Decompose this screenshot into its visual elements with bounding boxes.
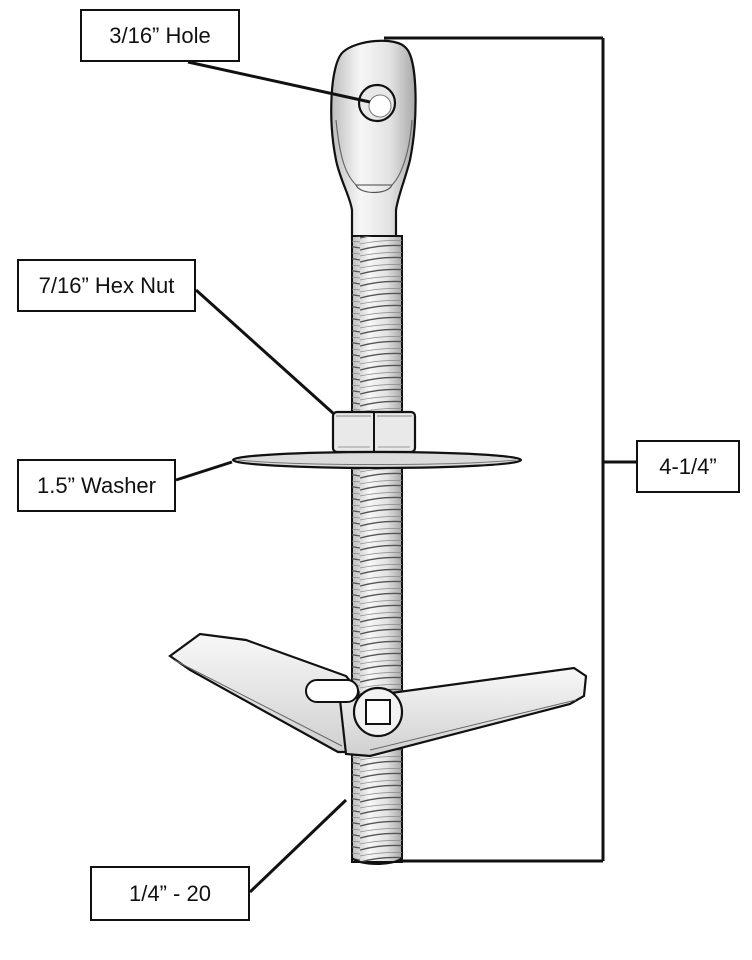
hex-nut-size-label: 7/16” Hex Nut <box>17 259 196 312</box>
thread-size-label: 1/4” - 20 <box>90 866 250 921</box>
overall-length-label: 4-1/4” <box>636 440 740 493</box>
toggle-wings <box>168 632 588 758</box>
washer-size-label: 1.5” Washer <box>17 459 176 512</box>
leader-hole <box>187 60 371 104</box>
leader-nut <box>194 288 336 416</box>
length-bracket <box>384 36 636 863</box>
leader-thread <box>248 798 348 894</box>
leader-washer <box>175 460 233 482</box>
threaded-shaft-lower <box>351 465 403 865</box>
washer <box>231 450 523 470</box>
eye-head <box>330 39 417 240</box>
hole-size-label: 3/16” Hole <box>80 9 240 62</box>
threaded-shaft-upper <box>351 235 403 417</box>
leader-lines <box>175 60 371 894</box>
hex-nut <box>331 410 417 454</box>
hole <box>357 83 397 123</box>
